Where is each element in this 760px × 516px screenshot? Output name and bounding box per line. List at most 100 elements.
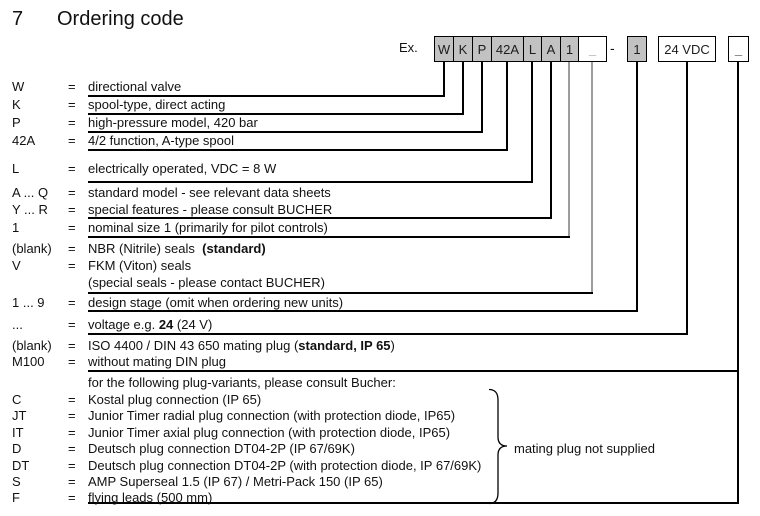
description: NBR (Nitrile) seals [88, 241, 203, 256]
row-underline [88, 181, 533, 183]
row-underline [88, 502, 739, 504]
row-m100: M100=without mating DIN plug [12, 354, 226, 369]
code-label: Y ... R [12, 202, 48, 217]
code-cell-l: L [524, 37, 542, 61]
equals-sign: = [68, 441, 76, 456]
row-l: L=electrically operated, VDC = 8 W [12, 161, 276, 176]
row-underline [88, 149, 508, 151]
row-special-seals: (special seals - please contact BUCHER) [12, 275, 325, 290]
description: spool-type, direct acting [88, 97, 226, 112]
row-k: K = spool-type, direct acting [12, 97, 225, 112]
description: Deutsch plug connection DT04-2P (IP 67/6… [88, 441, 355, 456]
equals-sign: = [68, 202, 76, 217]
row-fkm-seals: V = FKM (Viton) seals [12, 258, 191, 273]
equals-sign: = [68, 97, 76, 112]
connector-line [686, 62, 688, 334]
code-label: W [12, 79, 25, 94]
connector-line [550, 62, 552, 218]
page-title: Ordering code [57, 8, 184, 30]
code-label: V [12, 258, 21, 273]
equals-sign: = [68, 408, 76, 423]
equals-sign: = [68, 220, 76, 235]
row-underline [88, 236, 570, 238]
description: high-pressure model, 420 bar [88, 115, 258, 130]
equals-sign: = [68, 115, 76, 130]
row-w: W=directional valve [12, 79, 181, 94]
equals-sign: = [68, 79, 76, 94]
description: flying leads (500 mm) [88, 490, 213, 505]
code-cell-w: W [435, 37, 454, 61]
code-label: K [12, 97, 21, 112]
row-underline [88, 113, 464, 115]
connector-line [506, 62, 508, 150]
row-f: F = flying leads (500 mm) [12, 490, 212, 505]
row-iso-plug: (blank)=ISO 4400 / DIN 43 650 mating plu… [12, 338, 395, 353]
row-underline [88, 370, 739, 372]
code-label: A ... Q [12, 185, 49, 200]
code-label: IT [12, 425, 24, 440]
connector-line [531, 62, 533, 182]
description: for the following plug-variants, please … [88, 375, 396, 390]
description: electrically operated, VDC = 8 W [88, 161, 277, 176]
code-label: P [12, 115, 21, 130]
equals-sign: = [68, 133, 76, 148]
code-label: ... [12, 317, 23, 332]
connector-line [636, 62, 638, 311]
code-cell-42a: 42A [492, 37, 524, 61]
code-label: 42A [12, 133, 36, 148]
code-cell-blank-seals: _ [579, 37, 606, 61]
description: ISO 4400 / DIN 43 650 mating plug ( [88, 338, 299, 353]
equals-sign: = [68, 317, 76, 332]
equals-sign: = [68, 295, 76, 310]
curly-brace [488, 388, 508, 505]
row-aq: A ... Q=standard model - see relevant da… [12, 185, 331, 200]
equals-sign: = [68, 474, 76, 489]
code-cell-a: A [542, 37, 561, 61]
description: Junior Timer axial plug connection (with… [88, 425, 451, 440]
code-label: M100 [12, 354, 45, 369]
row-p: P = high-pressure model, 420 bar [12, 115, 258, 130]
description: voltage e.g. [88, 317, 159, 332]
code-cell-p: P [473, 37, 492, 61]
equals-sign: = [68, 458, 76, 473]
code-label: D [12, 441, 22, 456]
connector-line [462, 62, 464, 114]
code-cell-k: K [454, 37, 473, 61]
equals-sign: = [68, 425, 76, 440]
row-plug-variants-note: for the following plug-variants, please … [12, 375, 396, 390]
code-box-voltage: 24 VDC [658, 36, 716, 62]
description: Deutsch plug connection DT04-2P (with pr… [88, 458, 482, 473]
row-42a: 42A = 4/2 function, A-type spool [12, 133, 234, 148]
code-box-plug-blank: _ [728, 36, 749, 62]
code-box-design-stage: 1 [627, 36, 647, 62]
description: special features - please consult BUCHER [88, 202, 333, 217]
equals-sign: = [68, 241, 76, 256]
row-it: IT = Junior Timer axial plug connection (w… [12, 425, 450, 440]
row-kostal: C=Kostal plug connection (IP 65) [12, 392, 261, 407]
connector-line [481, 62, 483, 132]
row-nominal-size: 1=nominal size 1 (primarily for pilot co… [12, 220, 328, 235]
row-underline [88, 292, 593, 294]
equals-sign: = [68, 490, 76, 505]
code-cell-1: 1 [561, 37, 579, 61]
code-label: F [12, 490, 20, 505]
example-label: Ex. [399, 40, 418, 55]
connector-line-gray [591, 62, 593, 293]
code-label: L [12, 161, 20, 176]
row-yr: Y ... R = special features - please consul… [12, 202, 332, 217]
row-underline [88, 95, 445, 97]
row-jt: JT=Junior Timer radial plug connection (… [12, 408, 455, 423]
row-voltage: ...=voltage e.g. 24 (24 V) [12, 317, 213, 332]
description: FKM (Viton) seals [88, 258, 192, 273]
code-label: 1 ... 9 [12, 295, 45, 310]
equals-sign: = [68, 258, 76, 273]
code-label: 1 [12, 220, 20, 235]
description: standard model - see relevant data sheet… [88, 185, 331, 200]
row-underline [88, 333, 688, 335]
code-label: JT [12, 408, 27, 423]
description: 4/2 function, A-type spool [88, 133, 234, 148]
row-s: S=AMP Superseal 1.5 (IP 67) / Metri-Pack… [12, 474, 383, 489]
row-dt: DT=Deutsch plug connection DT04-2P (with… [12, 458, 481, 473]
description: (special seals - please contact BUCHER) [88, 275, 325, 290]
